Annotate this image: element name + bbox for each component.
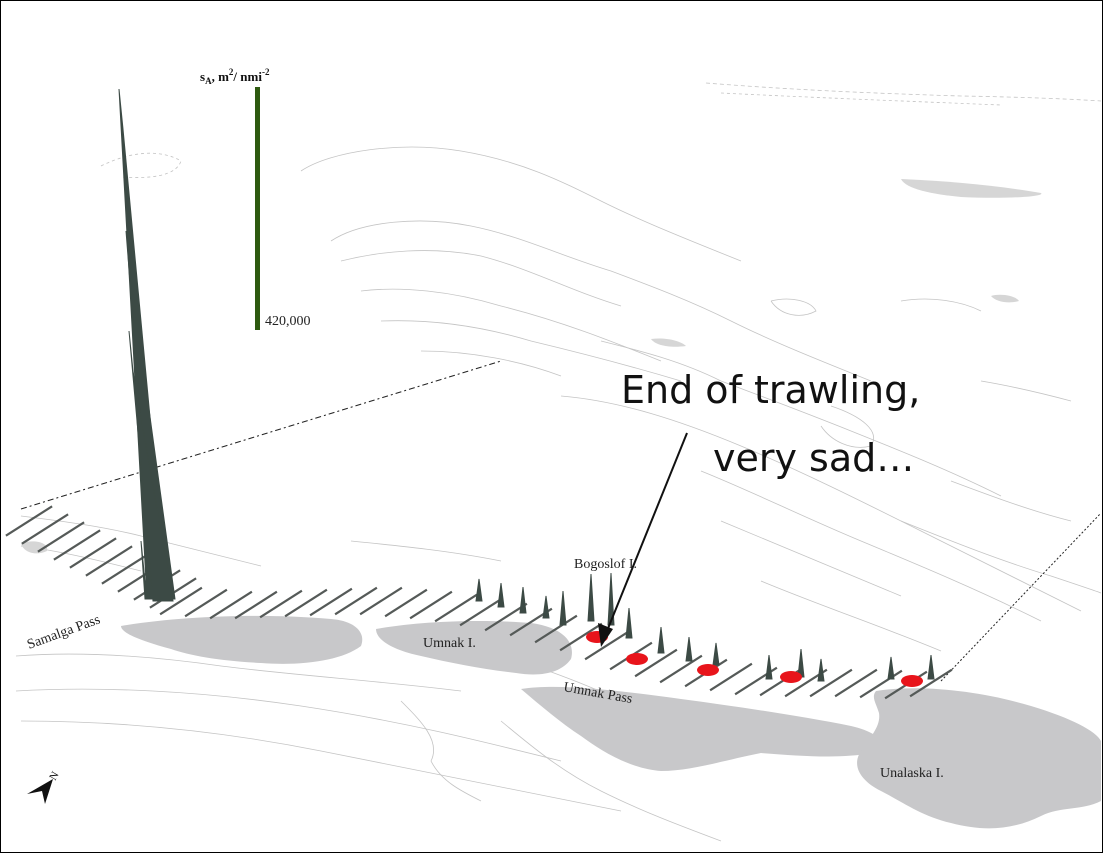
annotation: End of trawling, very sad… bbox=[598, 368, 920, 647]
backscatter-spike bbox=[625, 607, 633, 639]
transect-line bbox=[534, 614, 578, 644]
transect-line bbox=[659, 654, 703, 684]
label-bogoslof-island: Bogoslof I. bbox=[574, 557, 637, 572]
backscatter-spike bbox=[497, 582, 505, 608]
annotation-line-1: End of trawling, bbox=[621, 368, 920, 412]
transect-line bbox=[309, 587, 353, 617]
transect-line bbox=[37, 521, 85, 553]
land-masses bbox=[121, 615, 1101, 829]
backscatter-spike bbox=[765, 654, 773, 680]
annotation-line-2: very sad… bbox=[713, 436, 914, 480]
trawl-marker bbox=[780, 671, 802, 683]
background-shoals bbox=[21, 179, 1042, 554]
transect-line bbox=[69, 537, 117, 569]
samalga-land bbox=[121, 615, 363, 664]
backscatter-spike bbox=[887, 656, 895, 680]
transect-line bbox=[709, 662, 753, 692]
transect-line bbox=[184, 588, 228, 618]
label-umnak-island: Umnak I. bbox=[423, 636, 476, 651]
label-unalaska-island: Unalaska I. bbox=[880, 766, 944, 781]
transect-line bbox=[834, 668, 878, 698]
backscatter-spike bbox=[797, 648, 805, 678]
scale-bar: sA, m2/ nmi-2 420,000 bbox=[200, 67, 311, 330]
annotation-arrow-line bbox=[606, 432, 688, 632]
unalaska-island bbox=[857, 688, 1101, 829]
transect-line bbox=[209, 590, 253, 620]
annotation-arrow-head bbox=[598, 623, 613, 647]
transect-line bbox=[359, 586, 403, 616]
backscatter-spike bbox=[542, 595, 550, 619]
backscatter-spike bbox=[712, 642, 720, 666]
transect-line bbox=[434, 593, 478, 623]
transect-line bbox=[101, 553, 149, 585]
transect-line bbox=[459, 597, 503, 627]
backscatter-spike bbox=[607, 572, 615, 626]
backscatter-spike bbox=[128, 330, 174, 602]
umnak-island bbox=[376, 621, 572, 675]
scale-bar-value: 420,000 bbox=[265, 314, 311, 329]
transect-line bbox=[909, 668, 953, 698]
transect-line bbox=[159, 586, 203, 616]
backscatter-spike bbox=[685, 636, 693, 662]
scale-bar-label: sA, m2/ nmi-2 bbox=[200, 67, 270, 86]
transect-line bbox=[809, 668, 853, 698]
north-arrow-icon: N bbox=[27, 770, 62, 804]
trawl-marker bbox=[901, 675, 923, 687]
transect-line bbox=[53, 529, 101, 561]
backscatter-spike bbox=[817, 658, 825, 682]
transect-line bbox=[859, 669, 903, 699]
transect-line bbox=[21, 513, 69, 545]
transect-line bbox=[5, 505, 53, 537]
backscatter-spike bbox=[519, 586, 527, 614]
trawl-markers bbox=[586, 631, 923, 687]
trawl-marker bbox=[626, 653, 648, 665]
backscatter-spike bbox=[657, 626, 665, 654]
backscatter-spikes bbox=[118, 88, 935, 682]
transect-line bbox=[584, 631, 628, 661]
transect-line bbox=[634, 648, 678, 678]
transect-line bbox=[559, 622, 603, 652]
trawl-marker bbox=[697, 664, 719, 676]
transect-line bbox=[409, 590, 453, 620]
transect-line bbox=[484, 602, 528, 632]
transect-line bbox=[334, 586, 378, 616]
backscatter-spike bbox=[475, 578, 483, 602]
transect-line bbox=[259, 589, 303, 619]
transect-line bbox=[234, 590, 278, 620]
transect-line bbox=[384, 588, 428, 618]
backscatter-spike bbox=[559, 590, 567, 626]
projection-lines bbox=[20, 360, 1102, 682]
transect-line bbox=[85, 545, 133, 577]
backscatter-spike bbox=[587, 573, 595, 622]
backscatter-spike bbox=[140, 540, 167, 600]
backscatter-spike bbox=[927, 654, 935, 680]
umnak-pass-land bbox=[521, 686, 882, 771]
label-samalga-pass: Samalga Pass bbox=[25, 612, 102, 652]
north-arrow-letter: N bbox=[47, 770, 61, 783]
transect-line bbox=[284, 588, 328, 618]
scale-bar-line bbox=[255, 87, 260, 330]
